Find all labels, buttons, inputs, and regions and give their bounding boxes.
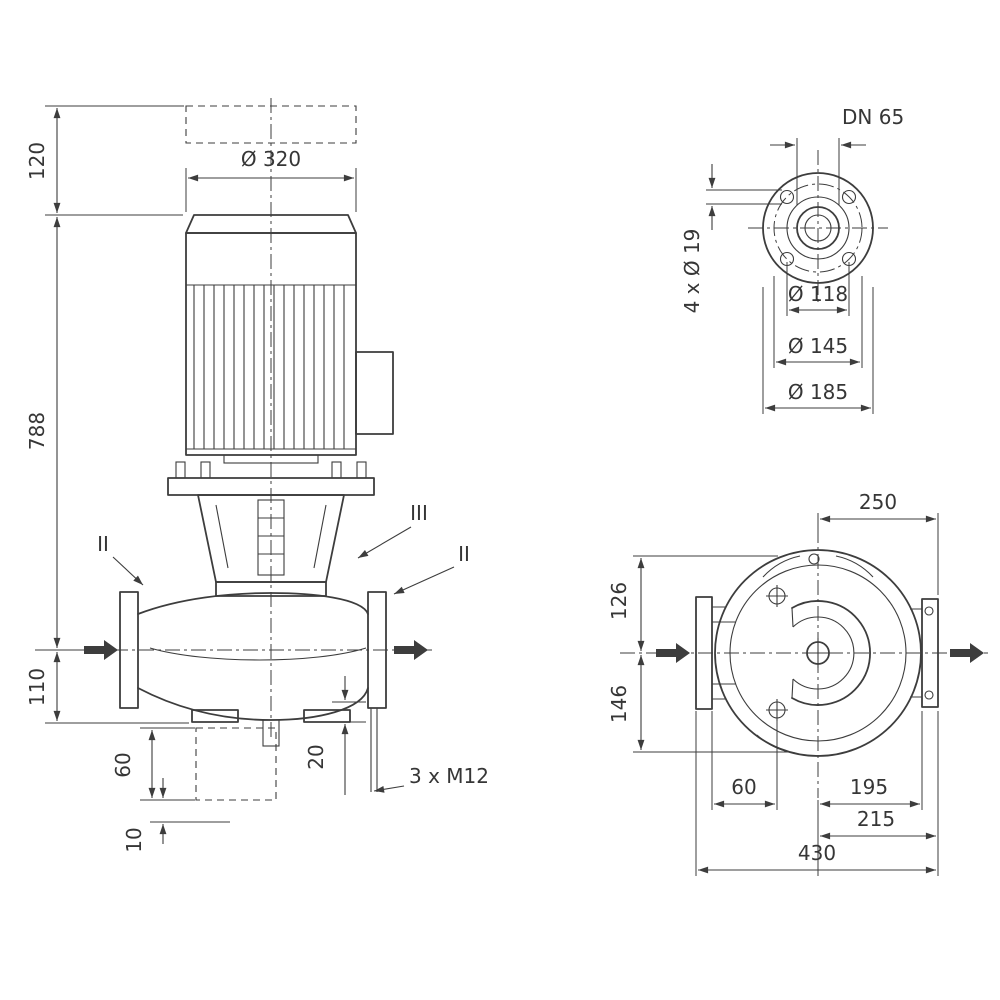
dim-dn65: DN 65 [770,105,904,205]
dim-60-front-label: 60 [111,752,135,777]
flange-outer-circle [762,172,874,284]
holes-note-label: 4 x Ø 19 [680,229,704,314]
plug-top-cross [766,585,788,607]
dim-120-label: 120 [25,142,49,180]
dn-label: DN 65 [842,105,904,129]
foundation-dashed [195,727,277,801]
dim-185-label: Ø 185 [788,380,848,404]
dim-chain-left: 120 788 110 [25,105,189,724]
plan-suction-pipe [712,606,736,700]
dim-10-label: 10 [122,827,146,852]
volute-top [137,592,369,615]
volute-interior-line [149,647,367,661]
plan-discharge-flange [921,598,939,708]
volute-outer-circle [714,549,922,757]
section-iii-label: III [410,501,428,525]
plan-view: 250 126 146 60 195 215 430 [607,490,988,876]
plan-flange-hole-bottom [924,690,934,700]
drain-plug [262,719,280,747]
suction-flange [119,591,139,709]
terminal-box [355,351,394,435]
volute-passage-caps [791,607,794,699]
motor-removal-space-dashed [185,105,357,144]
dim-146-label: 146 [607,685,631,723]
plan-flange-hole-top [924,606,934,616]
dim-250: 250 [817,490,939,595]
dim-118-label: Ø 118 [788,282,848,306]
volute-passage-inner [792,616,855,690]
foot-right [303,709,351,723]
plan-flow-arrow-inlet [656,643,690,663]
anchor-stud [370,708,378,792]
coupling-slots [258,517,284,555]
flange-raised-face [786,196,850,260]
dim-110-label: 110 [25,668,49,706]
dim-60-10: 60 10 [111,727,230,853]
plan-discharge-pipe [910,608,922,698]
bolt-hole-1 [779,189,795,205]
dim-430-label: 430 [798,841,836,865]
shaft-center-cross [803,638,833,668]
dim-195-label: 195 [850,775,888,799]
section-ii-left-label: II [97,532,109,556]
flange-view: DN 65 4 x Ø 19 Ø 118 Ø 145 Ø 185 [680,105,904,414]
flow-arrow-outlet [394,640,428,660]
dim-126-label: 126 [607,582,631,620]
vent-hole [808,553,820,565]
flange-bore [796,206,840,250]
dim-320-label: Ø 320 [241,147,301,171]
front-view: Ø 320 120 788 110 60 10 [25,98,489,853]
dim-145: Ø 145 [773,276,863,368]
bolt-hole-2 [841,189,857,205]
dim-118: Ø 118 [786,262,850,316]
coupling [257,499,285,576]
flange-bolt-4 [356,461,367,479]
section-ii-right-label: II [458,542,470,566]
dim-145-label: Ø 145 [788,334,848,358]
section-marks: II III II [97,501,470,595]
plan-suction-flange [695,596,713,710]
flange-hub [804,214,832,242]
motor-adapter [223,454,319,464]
plug-bottom-cross [766,699,788,721]
flange-bolt-3 [331,461,342,479]
dim-320: Ø 320 [185,147,357,212]
dim-bolt-holes: 4 x Ø 19 [680,164,782,313]
dim-20-m12: 20 3 x M12 [304,676,489,795]
flange-bolt-1 [175,461,186,479]
casing-rib-slots [756,555,874,754]
bolt-circle [773,183,863,273]
pump-casing [119,591,387,801]
bolt-note-label: 3 x M12 [409,764,489,788]
lantern-windows [215,504,327,569]
foot-left [191,709,239,723]
motor-cooling-fins [193,285,345,449]
dim-250-label: 250 [859,490,897,514]
dim-788-label: 788 [25,412,49,450]
dim-bottom-chain: 60 195 215 430 [695,711,939,876]
dim-215-label: 215 [857,807,895,831]
dim-60-plan-label: 60 [731,775,756,799]
volute-bottom [137,687,369,721]
volute-inner-circle [729,564,907,742]
flange-bolt-2 [200,461,211,479]
plan-flow-arrow-outlet [950,643,984,663]
volute-passage-outer [791,600,871,706]
dim-20-label: 20 [304,744,328,769]
dim-185: Ø 185 [762,287,874,414]
lantern [167,454,375,597]
seal-housing [215,581,327,597]
